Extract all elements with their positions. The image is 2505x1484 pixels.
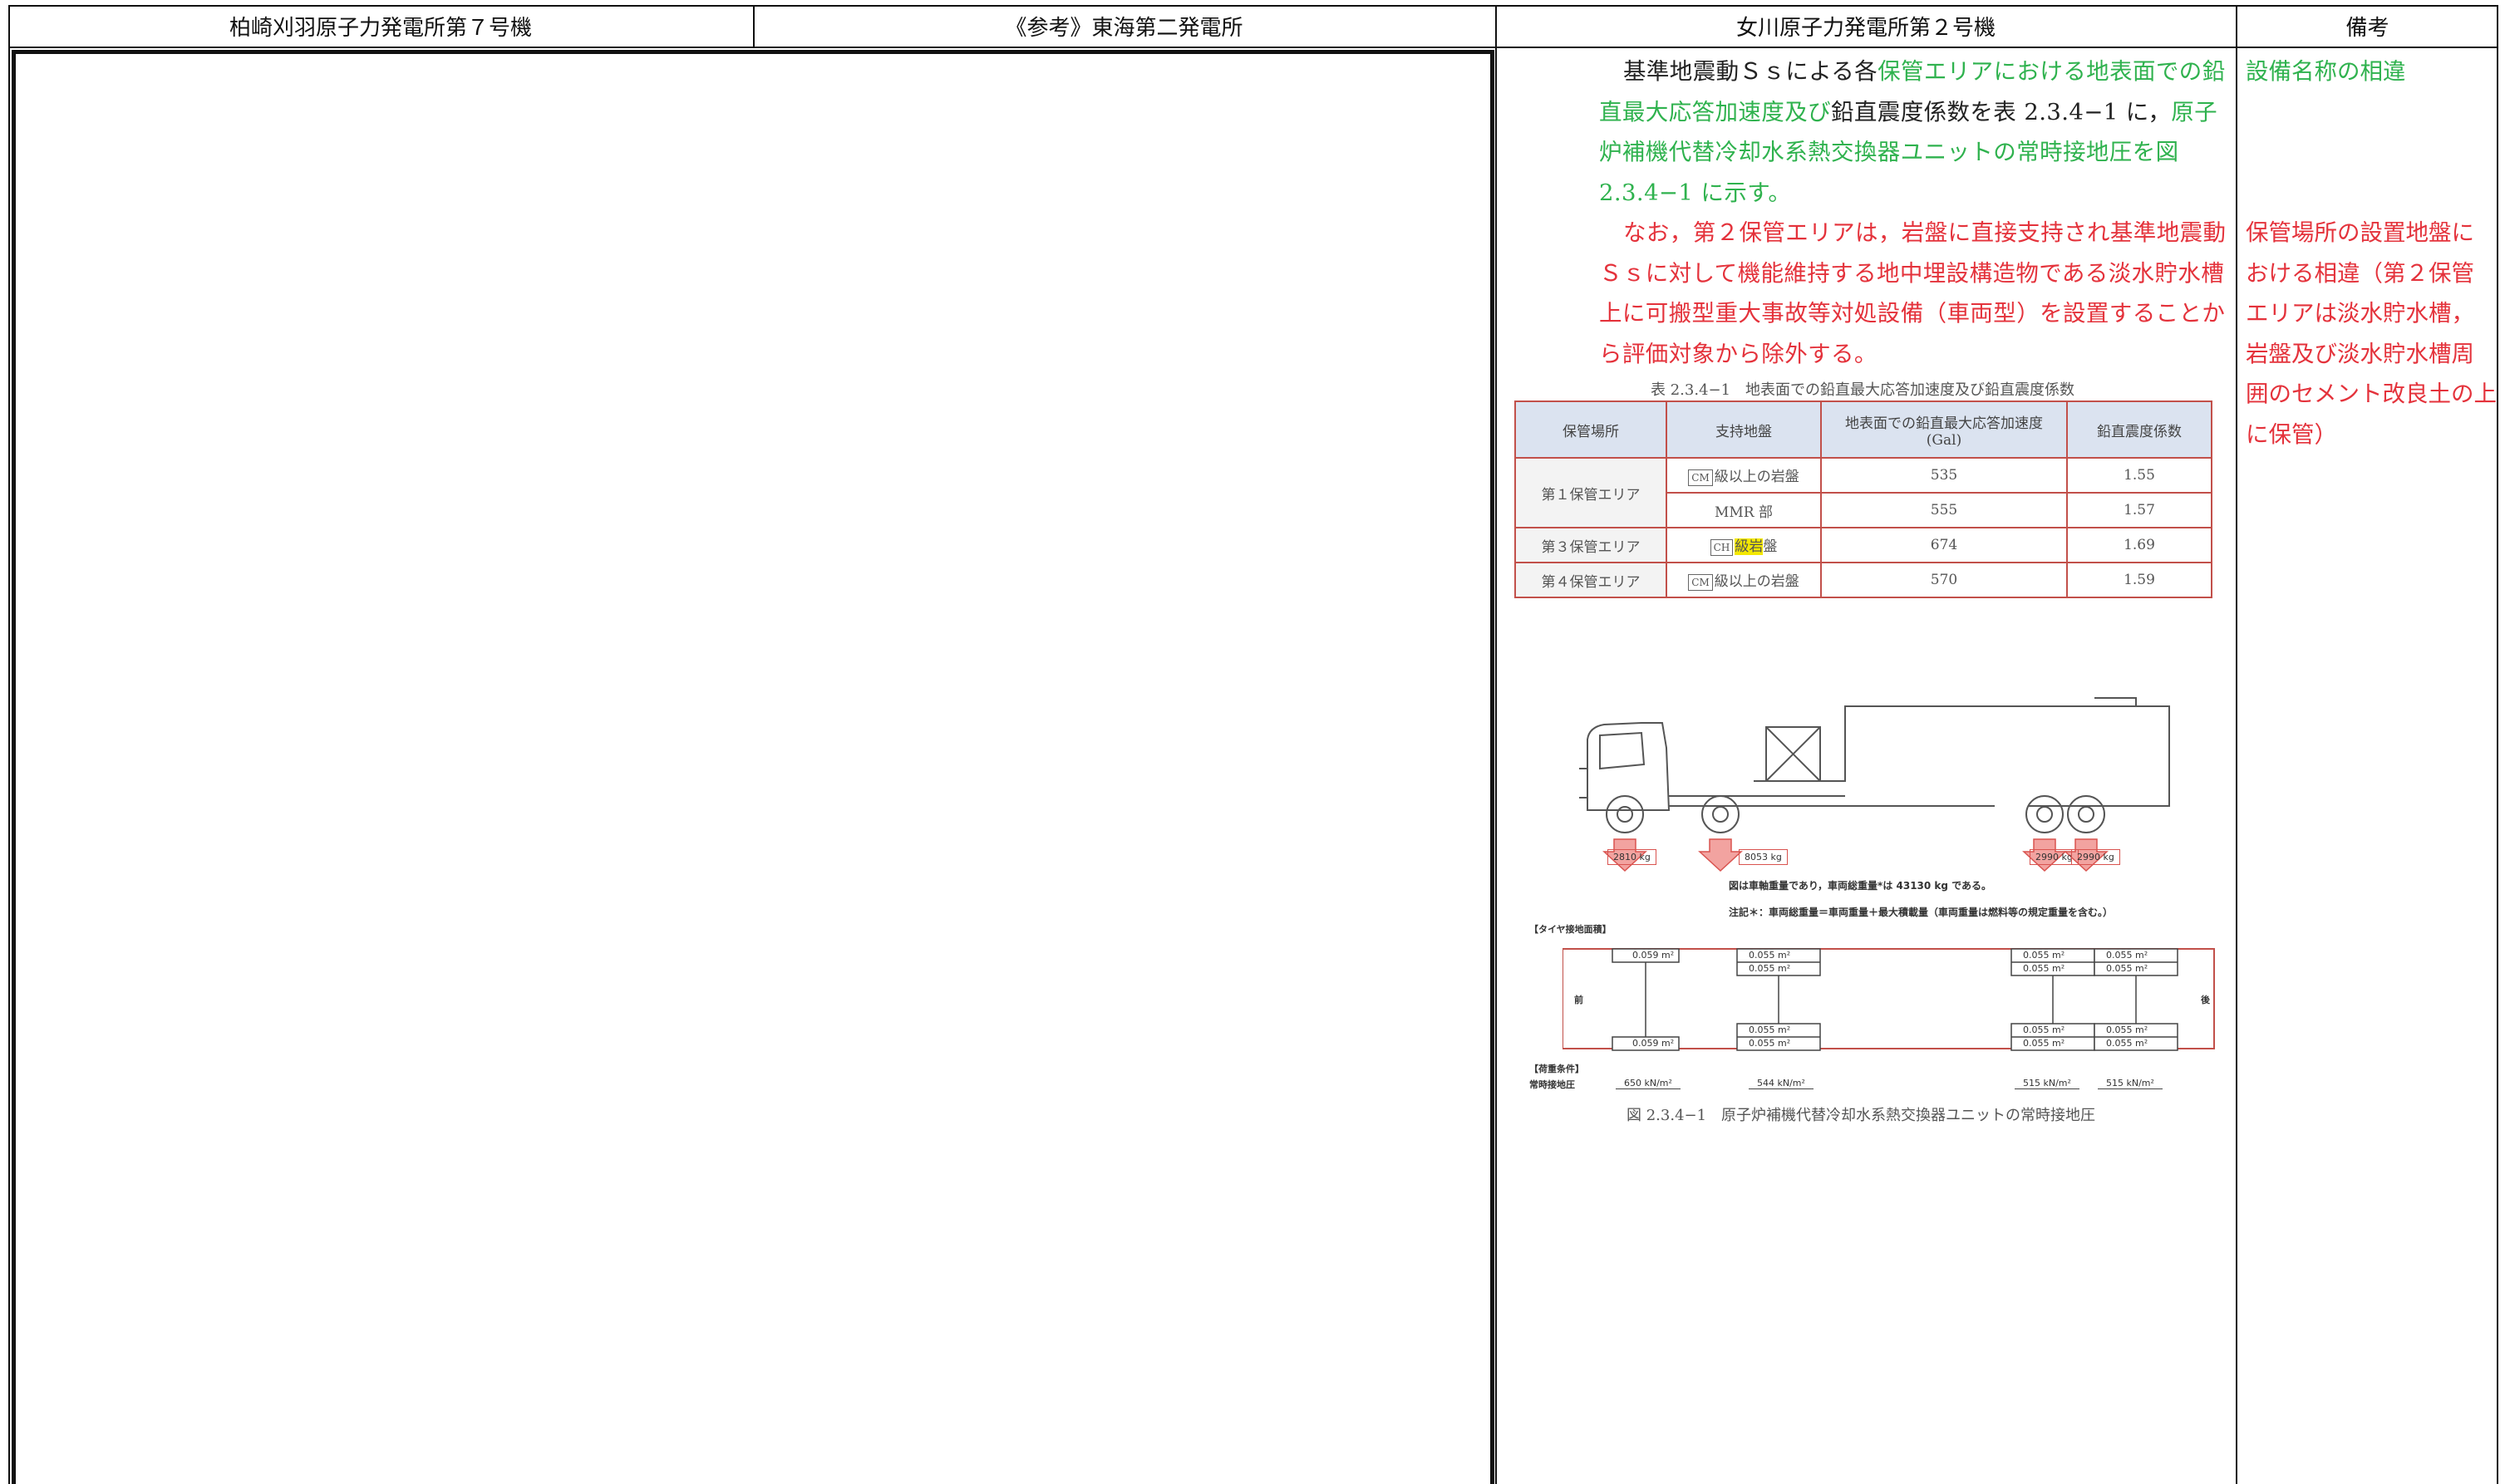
header-onagawa: 女川原子力発電所第２号機 bbox=[1735, 15, 1996, 41]
ground-text: 級以上の岩盤 bbox=[1714, 573, 1799, 590]
th-accel-label: 地表面での鉛直最大応答加速度 bbox=[1845, 415, 2043, 432]
tire-area-drive-bottom2: 0.055 m² bbox=[1749, 1038, 1791, 1049]
ground-pressure-label: 常時接地圧 bbox=[1529, 1079, 1575, 1090]
paragraph-seismic: 基準地震動Ｓｓによる各保管エリアにおける地表面での鉛直最大応答加速度及び鉛直震度… bbox=[1599, 52, 2227, 213]
table-header-row: 保管場所 支持地盤 地表面での鉛直最大応答加速度(Gal) 鉛直震度係数 bbox=[1514, 400, 2212, 459]
pressure-front: 650 kN/m² bbox=[1616, 1078, 1681, 1089]
cell-coef: 1.55 bbox=[2066, 457, 2212, 494]
tire-area-front-top: 0.059 m² bbox=[1632, 950, 1675, 961]
tire-area-rear1-bottom: 0.055 m² bbox=[2023, 1025, 2065, 1035]
cell-coef: 1.69 bbox=[2066, 527, 2212, 563]
col-rule-1 bbox=[753, 5, 755, 48]
tire-area-rear1-top: 0.055 m² bbox=[2023, 950, 2065, 961]
acceleration-table: 保管場所 支持地盤 地表面での鉛直最大応答加速度(Gal) 鉛直震度係数 第１保… bbox=[1514, 400, 2212, 598]
tire-area-rear2-bottom: 0.055 m² bbox=[2106, 1025, 2148, 1035]
tire-area-rear2-top2: 0.055 m² bbox=[2106, 963, 2148, 974]
th-accel: 地表面での鉛直最大応答加速度(Gal) bbox=[1820, 400, 2068, 459]
tire-area-front-bottom: 0.059 m² bbox=[1632, 1038, 1675, 1049]
table-caption: 表 2.3.4−1 地表面での鉛直最大応答加速度及び鉛直震度係数 bbox=[1651, 381, 2075, 399]
tire-area-diagram bbox=[1563, 948, 2215, 1051]
cell-location: 第１保管エリア bbox=[1514, 457, 1667, 528]
cell-accel: 570 bbox=[1820, 562, 2068, 598]
truck-drawing bbox=[1579, 697, 2170, 872]
pressure-drive: 544 kN/m² bbox=[1749, 1078, 1814, 1089]
cell-location: 第３保管エリア bbox=[1514, 527, 1667, 563]
header-top-rule bbox=[8, 5, 2498, 7]
th-ground: 支持地盤 bbox=[1666, 400, 1822, 459]
cell-coef: 1.59 bbox=[2066, 562, 2212, 598]
header-remarks: 備考 bbox=[2345, 15, 2389, 41]
pressure-rear1: 515 kN/m² bbox=[2015, 1078, 2079, 1089]
rock-class-badge: CM bbox=[1688, 469, 1713, 486]
ground-text: 級以上の岩盤 bbox=[1714, 469, 1799, 485]
rock-class-badge: CM bbox=[1688, 574, 1713, 591]
tire-area-drive-top2: 0.055 m² bbox=[1749, 963, 1791, 974]
para1-seg5: 原子炉補機代替冷却水系熱交換器ユニットの常時接地圧を図 2.3.4−1 に示す。 bbox=[1599, 98, 2218, 206]
cell-accel: 674 bbox=[1820, 527, 2068, 563]
th-accel-unit: (Gal) bbox=[1926, 431, 1962, 449]
cell-ground: MMR 部 bbox=[1666, 492, 1822, 528]
figure-note-weight: 図は車軸重量であり，車両総重量*は 43130 kg である。 bbox=[1729, 880, 1992, 892]
tire-area-rear2-top: 0.055 m² bbox=[2106, 950, 2148, 961]
th-location: 保管場所 bbox=[1514, 400, 1667, 459]
para1-seg4: 鉛直震度係数を表 2.3.4−1 に， bbox=[1831, 98, 2172, 125]
empty-comparison-frame bbox=[12, 50, 1494, 1484]
rock-class-badge: CH bbox=[1710, 539, 1734, 556]
ground-highlight: 級岩 bbox=[1735, 538, 1764, 555]
th-coef: 鉛直震度係数 bbox=[2066, 400, 2212, 459]
pressure-rear2: 515 kN/m² bbox=[2098, 1078, 2163, 1089]
paragraph-exclusion: なお，第２保管エリアは，岩盤に直接支持され基準地震動Ｓｓに対して機能維持する地中… bbox=[1599, 219, 2227, 367]
cell-accel: 535 bbox=[1820, 457, 2068, 494]
tire-area-drive-top: 0.055 m² bbox=[1749, 950, 1791, 961]
axle-load-drive: 8053 kg bbox=[1739, 849, 1788, 865]
col-rule-left bbox=[8, 5, 10, 1484]
tire-area-label: 【タイヤ接地面積】 bbox=[1529, 924, 1612, 935]
col-rule-2 bbox=[1495, 5, 1497, 1484]
cell-location: 第４保管エリア bbox=[1514, 562, 1667, 598]
tire-area-drive-bottom: 0.055 m² bbox=[1749, 1025, 1791, 1035]
tire-front-label: 前 bbox=[1574, 995, 1583, 1005]
remark-equipment-name: 設備名称の相違 bbox=[2246, 58, 2406, 85]
para1-seg2: 保管エリアにおける地表面での bbox=[1878, 58, 2202, 85]
cell-coef: 1.57 bbox=[2066, 492, 2212, 528]
col-rule-right bbox=[2497, 5, 2498, 1484]
tire-area-rear1-bottom2: 0.055 m² bbox=[2023, 1038, 2065, 1049]
axle-load-rear2: 2990 kg bbox=[2071, 849, 2120, 865]
ground-text: 盤 bbox=[1763, 538, 1778, 555]
para1-seg1: 基準地震動Ｓｓによる各 bbox=[1623, 58, 1878, 85]
axle-load-front: 2810 kg bbox=[1607, 849, 1656, 865]
figure-caption: 図 2.3.4−1 原子炉補機代替冷却水系熱交換器ユニットの常時接地圧 bbox=[1627, 1107, 2096, 1124]
axle-load-rear1: 2990 kg bbox=[2030, 849, 2079, 865]
load-condition-label: 【荷重条件】 bbox=[1529, 1064, 1584, 1074]
remark-storage-ground: 保管場所の設置地盤における相違（第２保管エリアは淡水貯水槽，岩盤及び淡水貯水槽周… bbox=[2246, 219, 2497, 448]
tire-rear-label: 後 bbox=[2201, 995, 2210, 1005]
tire-area-rear1-top2: 0.055 m² bbox=[2023, 963, 2065, 974]
header-kashiwazaki: 柏崎刈羽原子力発電所第７号機 bbox=[229, 15, 532, 41]
figure-note-definition: 注記＊：車両総重量＝車両重量＋最大積載量（車両重量は燃料等の規定重量を含む。） bbox=[1729, 907, 2114, 918]
table-row: MMR 部 555 1.57 bbox=[1515, 492, 2212, 528]
col-rule-3 bbox=[2236, 5, 2237, 1484]
header-tokai: 《参考》東海第二発電所 bbox=[1005, 15, 1243, 41]
tire-area-rear2-bottom2: 0.055 m² bbox=[2106, 1038, 2148, 1049]
header-bottom-rule bbox=[8, 47, 2498, 48]
para1-seg3: 鉛直最大応答加速度及び bbox=[1599, 58, 2226, 125]
cell-accel: 555 bbox=[1820, 492, 2068, 528]
